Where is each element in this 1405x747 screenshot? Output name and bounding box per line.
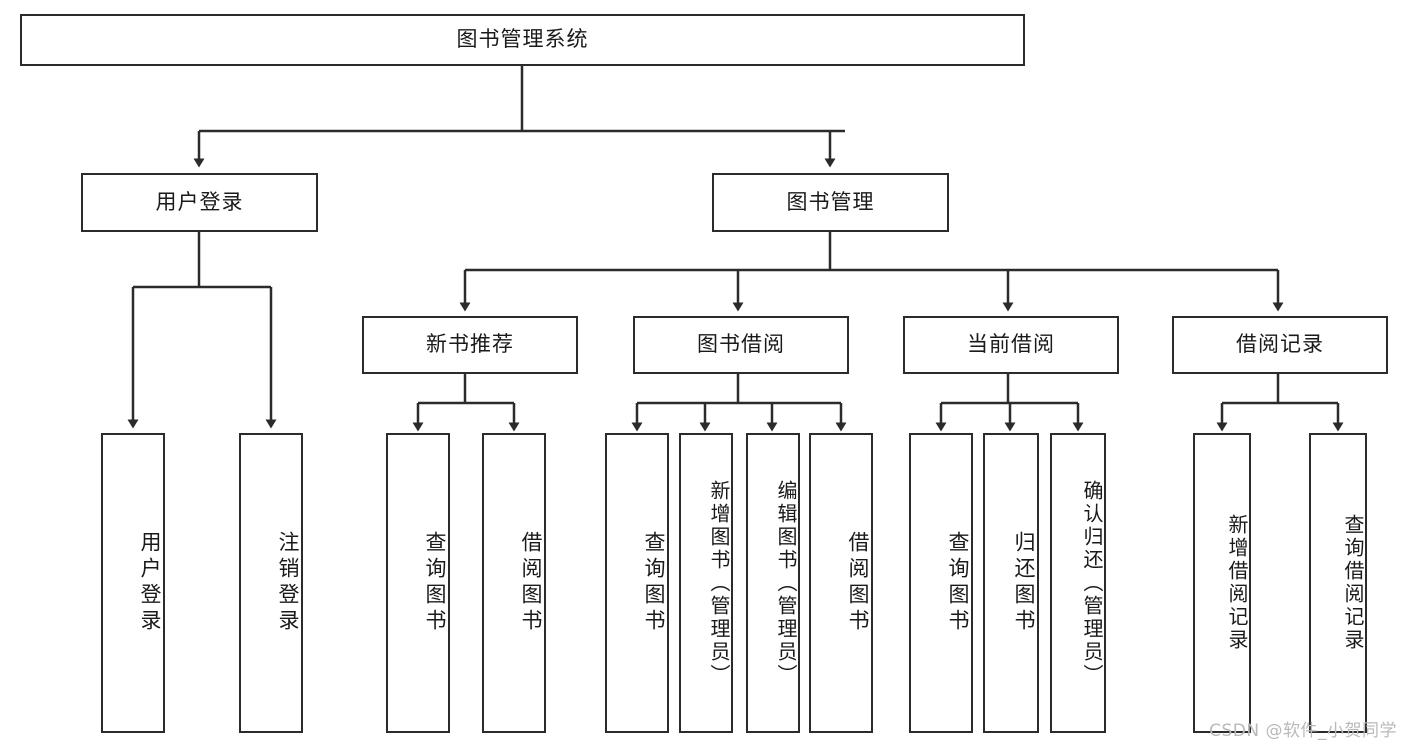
node-new-book-recommend[interactable]: 新书推荐	[362, 316, 578, 374]
node-book-manage-label: 图书管理	[786, 189, 875, 214]
leaf-query-record-label: 查询借阅记录	[1341, 514, 1365, 652]
leaf-logout-login[interactable]: 注销登录	[239, 433, 303, 733]
leaf-add-book-label: 新增图书（管理员）	[707, 479, 731, 687]
leaf-query-record[interactable]: 查询借阅记录	[1309, 433, 1367, 733]
node-book-borrow-label: 图书借阅	[697, 332, 785, 357]
leaf-borrow-book-1[interactable]: 借阅图书	[482, 433, 546, 733]
leaf-query-book-2[interactable]: 查询图书	[605, 433, 669, 733]
leaf-edit-book-label: 编辑图书（管理员）	[774, 479, 798, 687]
node-current-borrow[interactable]: 当前借阅	[903, 316, 1119, 374]
node-borrow-record[interactable]: 借阅记录	[1172, 316, 1388, 374]
leaf-borrow-book-2[interactable]: 借阅图书	[809, 433, 873, 733]
node-user-login[interactable]: 用户登录	[81, 173, 318, 232]
leaf-add-record[interactable]: 新增借阅记录	[1193, 433, 1251, 733]
leaf-confirm-return[interactable]: 确认归还（管理员）	[1050, 433, 1106, 733]
leaf-user-login[interactable]: 用户登录	[101, 433, 165, 733]
leaf-logout-login-label: 注销登录	[276, 531, 300, 635]
leaf-borrow-book-2-label: 借阅图书	[846, 531, 870, 635]
leaf-confirm-return-label: 确认归还（管理员）	[1080, 479, 1104, 687]
leaf-return-book[interactable]: 归还图书	[983, 433, 1039, 733]
leaf-user-login-label: 用户登录	[138, 531, 162, 635]
node-user-login-label: 用户登录	[155, 189, 244, 214]
node-book-borrow[interactable]: 图书借阅	[633, 316, 849, 374]
leaf-query-book-3-label: 查询图书	[946, 531, 970, 635]
node-root-label: 图书管理系统	[456, 27, 589, 52]
leaf-query-book-1[interactable]: 查询图书	[386, 433, 450, 733]
leaf-add-book[interactable]: 新增图书（管理员）	[679, 433, 733, 733]
leaf-borrow-book-1-label: 借阅图书	[519, 531, 543, 635]
leaf-query-book-2-label: 查询图书	[642, 531, 666, 635]
node-book-manage[interactable]: 图书管理	[712, 173, 949, 232]
node-root[interactable]: 图书管理系统	[20, 14, 1025, 66]
leaf-add-record-label: 新增借阅记录	[1225, 514, 1249, 652]
leaf-edit-book[interactable]: 编辑图书（管理员）	[746, 433, 800, 733]
node-new-book-recommend-label: 新书推荐	[426, 332, 514, 357]
leaf-return-book-label: 归还图书	[1012, 531, 1036, 635]
node-current-borrow-label: 当前借阅	[967, 332, 1055, 357]
leaf-query-book-1-label: 查询图书	[423, 531, 447, 635]
leaf-query-book-3[interactable]: 查询图书	[909, 433, 973, 733]
watermark: CSDN @软件_小贺同学	[1209, 721, 1397, 741]
node-borrow-record-label: 借阅记录	[1236, 332, 1324, 357]
